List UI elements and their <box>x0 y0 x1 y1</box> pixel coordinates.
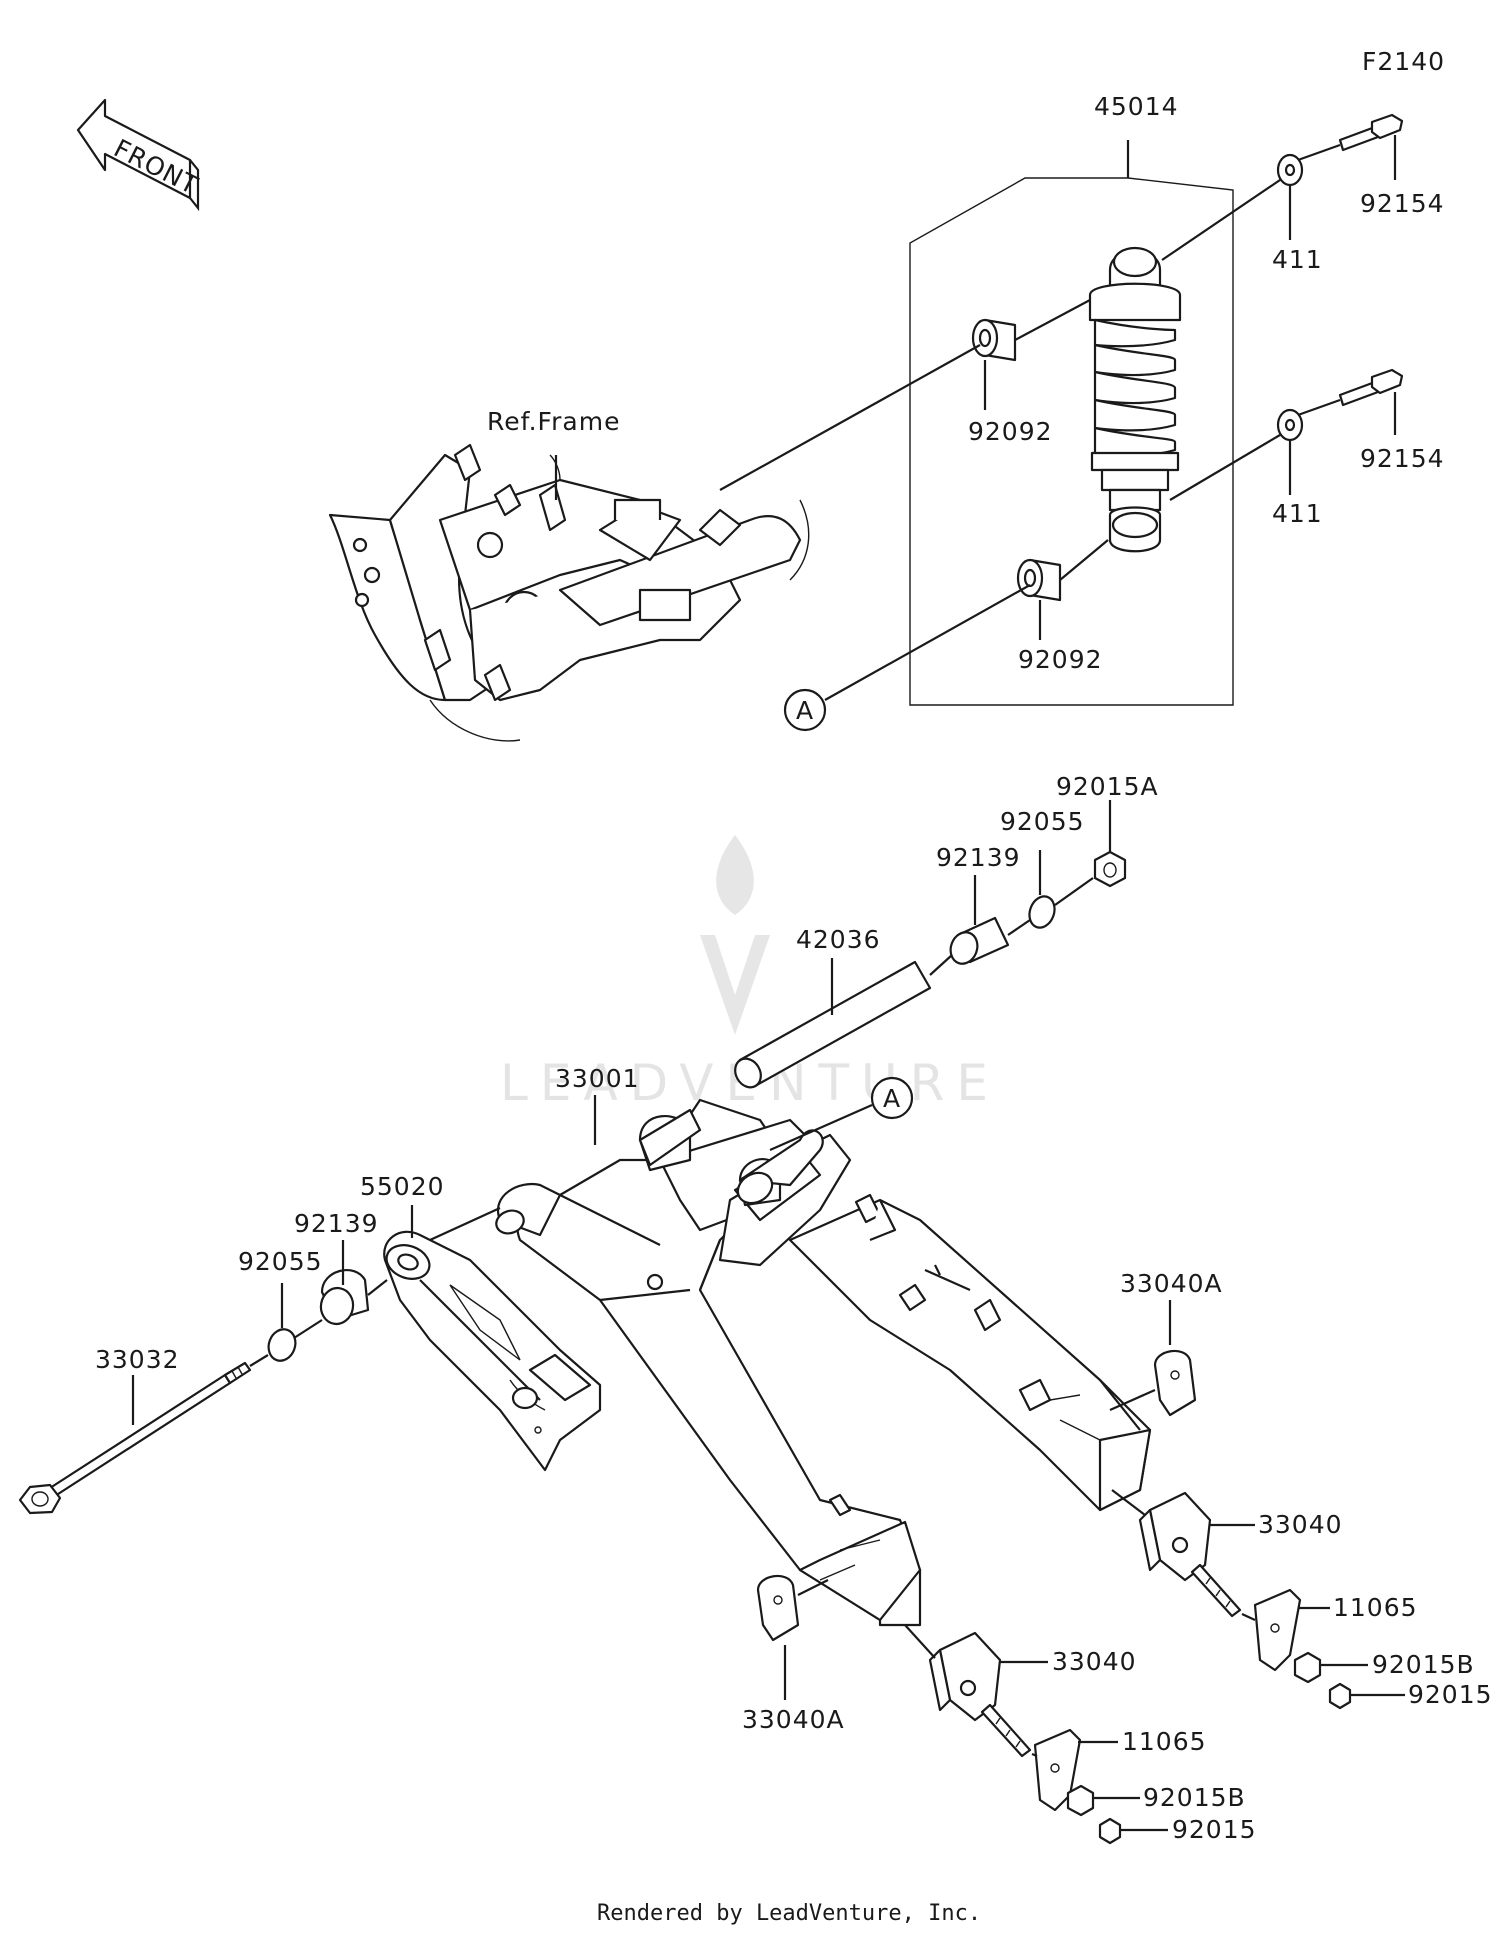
left-nut-b-label: 92015B <box>1143 1783 1246 1812</box>
right-o-ring-label: 92055 <box>1000 807 1085 836</box>
pivot-nut <box>1093 850 1127 888</box>
washer-to-bolt-lower-leader <box>1297 398 1341 417</box>
upper-washer <box>1276 153 1304 187</box>
upper-bolt <box>1338 113 1404 180</box>
left-nut <box>1098 1817 1122 1845</box>
right-bracket <box>1153 1349 1197 1417</box>
adjuster-to-arm-left-leader <box>904 1624 936 1659</box>
collar-to-ref-a-leader <box>824 584 1031 701</box>
shaft-to-oring-leader <box>249 1354 269 1367</box>
lower-collar-to-shock-leader <box>1059 539 1109 581</box>
right-plate <box>1253 1588 1302 1672</box>
frame-reference-drawing <box>328 443 810 742</box>
right-nut <box>1328 1682 1352 1710</box>
right-plate-label: 11065 <box>1333 1593 1418 1622</box>
upper-bolt-label: 92154 <box>1360 189 1445 218</box>
adjuster-to-plate-right-leader <box>1241 1613 1256 1621</box>
lower-bolt <box>1338 368 1404 435</box>
upper-collar-to-shock-leader <box>1014 299 1091 341</box>
pivot-shaft <box>18 1361 252 1515</box>
bushing-to-chain-guide-leader <box>367 1279 388 1296</box>
left-chain-adjuster <box>928 1631 1032 1758</box>
ref-marker-lower-label: A <box>883 1084 901 1113</box>
adjuster-to-arm-right-leader <box>1111 1489 1146 1516</box>
ref-marker-upper: A <box>783 688 827 732</box>
bracket-to-arm-right-leader <box>1109 1388 1156 1412</box>
lower-collar <box>1016 558 1062 602</box>
sleeve-to-bushing-leader <box>929 954 953 976</box>
left-plate-label: 11065 <box>1122 1727 1207 1756</box>
bracket-to-arm-left-leader <box>797 1579 829 1596</box>
right-bracket-label: 33040A <box>1120 1269 1223 1298</box>
upper-collar <box>971 318 1017 362</box>
pivot-nut-label: 92015A <box>1056 772 1159 801</box>
diagram-code: F2140 <box>1362 47 1445 76</box>
shock-absorber-label: 45014 <box>1094 92 1179 121</box>
lower-washer <box>1276 408 1304 442</box>
left-nut-b <box>1066 1784 1095 1817</box>
right-chain-adjuster <box>1138 1491 1242 1618</box>
ref-marker-upper-label: A <box>796 696 814 725</box>
right-chain-adjuster-label: 33040 <box>1258 1510 1343 1539</box>
chain-guide-to-swingarm-leader <box>429 1206 501 1242</box>
lower-collar-label: 92092 <box>1018 645 1103 674</box>
footer-credit: Rendered by LeadVenture, Inc. <box>597 1901 981 1926</box>
right-bushing <box>949 916 1010 965</box>
right-nut-label: 92015 <box>1408 1680 1493 1709</box>
watermark-logo <box>700 835 770 1035</box>
adjuster-to-plate-left-leader <box>1031 1752 1038 1758</box>
pivot-sleeve <box>734 960 932 1089</box>
lower-bolt-label: 92154 <box>1360 444 1445 473</box>
bushing-to-oring-leader <box>1007 919 1031 936</box>
washer-to-shock-upper-leader <box>1161 179 1281 261</box>
oring-to-bushing-leader <box>293 1319 323 1339</box>
left-bracket-label: 33040A <box>742 1705 845 1734</box>
right-o-ring <box>1028 895 1056 929</box>
upper-washer-label: 411 <box>1272 245 1323 274</box>
lower-washer-label: 411 <box>1272 499 1323 528</box>
right-bushing-label: 92139 <box>936 843 1021 872</box>
pivot-sleeve-label: 42036 <box>796 925 881 954</box>
swingarm <box>495 1098 1152 1627</box>
right-nut-b-label: 92015B <box>1372 1650 1475 1679</box>
chain-guide <box>383 1230 602 1472</box>
washer-to-shock-lower-leader <box>1169 434 1281 501</box>
frame-reference-label: Ref.Frame <box>487 407 620 436</box>
left-bracket <box>756 1574 800 1642</box>
washer-to-bolt-upper-leader <box>1297 143 1341 162</box>
ref-marker-lower: A <box>870 1076 914 1120</box>
left-o-ring <box>267 1328 297 1362</box>
swingarm-label: 33001 <box>555 1064 640 1093</box>
left-bushing-label: 92139 <box>294 1209 379 1238</box>
chain-guide-label: 55020 <box>360 1172 445 1201</box>
front-arrow-icon: FRONT <box>76 98 203 212</box>
shock-mount-to-ref-a-leader <box>769 1103 873 1152</box>
upper-collar-label: 92092 <box>968 417 1053 446</box>
right-nut-b <box>1293 1651 1322 1684</box>
left-bushing <box>319 1269 370 1326</box>
oring-to-nut-leader <box>1054 877 1094 906</box>
left-o-ring-label: 92055 <box>238 1247 323 1276</box>
left-chain-adjuster-label: 33040 <box>1052 1647 1137 1676</box>
pivot-shaft-label: 33032 <box>95 1345 180 1374</box>
shock-absorber <box>1088 246 1182 553</box>
collar-to-frame-leader <box>719 344 981 491</box>
left-nut-label: 92015 <box>1172 1815 1257 1844</box>
